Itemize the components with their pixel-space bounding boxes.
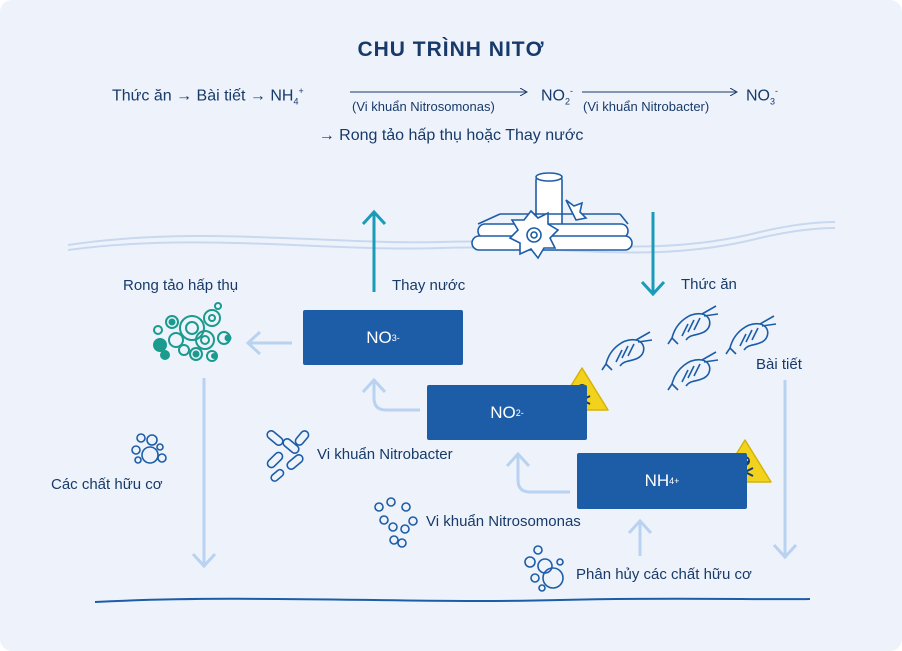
equation-no2-sup: - <box>570 86 574 96</box>
aerator-wheel-icon <box>471 172 633 260</box>
equation-no3-sup: - <box>775 86 779 96</box>
nitrobacter-label: Vi khuẩn Nitrobacter <box>317 446 453 463</box>
algae-icon <box>153 302 232 362</box>
equation-no3-sub: 3 <box>770 96 776 107</box>
organic-matter-icon <box>131 433 167 464</box>
shrimp-group-icon <box>601 305 777 391</box>
nh4-box-base: NH <box>644 471 670 490</box>
no2-box-sub: 2 <box>515 407 521 418</box>
equation-no3-text: NO <box>746 87 770 105</box>
food-label: Thức ăn <box>681 276 737 293</box>
equation-no2: NO2- <box>541 86 573 107</box>
page-title: CHU TRÌNH NITƠ <box>357 38 545 61</box>
equation-start-text: Thức ăn → Bài tiết → NH <box>112 87 294 105</box>
no3-box-sup: - <box>396 332 400 343</box>
nitrosomonas-arrow <box>505 451 570 494</box>
equation-bacteria-1: (Vi khuẩn Nitrosomonas) <box>352 99 495 114</box>
nh4-box-sub: 4 <box>669 476 675 486</box>
no3-box-sub: 3 <box>391 332 397 343</box>
no2-box-sup: - <box>520 407 524 418</box>
organic-label: Các chất hữu cơ <box>51 476 163 493</box>
equation-bacteria-2: (Vi khuẩn Nitrobacter) <box>583 99 710 114</box>
equation-no2-sub: 2 <box>565 96 571 107</box>
no3-box-base: NO <box>366 327 392 347</box>
decompose-label: Phân hủy các chất hữu cơ <box>576 566 752 583</box>
water-change-arrow <box>361 209 387 292</box>
nitrobacter-arrow <box>361 377 420 412</box>
excretion-label: Bài tiết <box>756 356 802 373</box>
nitrobacter-bacteria-icon <box>266 429 310 482</box>
algae-to-bottom-arrow <box>191 378 217 569</box>
nitrosomonas-bacteria-icon <box>374 497 418 548</box>
tank-bottom <box>94 597 811 603</box>
equation-start: Thức ăn → Bài tiết → NH4+ <box>112 86 304 107</box>
water-change-label: Thay nước <box>392 277 466 294</box>
equation-no2-text: NO <box>541 87 565 105</box>
equation-nh4-sub: 4 <box>293 96 299 107</box>
equation-nh4-sup: + <box>298 86 304 96</box>
nh4-box-sup: + <box>674 476 680 486</box>
algae-uptake-arrow <box>245 330 292 356</box>
nitrosomonas-label: Vi khuẩn Nitrosomonas <box>426 513 581 530</box>
no2-box-base: NO <box>490 402 516 422</box>
decomposition-to-nh4-arrow <box>627 518 653 556</box>
equation-line-2: → Rong tảo hấp thụ hoặc Thay nước <box>318 127 584 144</box>
algae-label: Rong tảo hấp thụ <box>123 277 239 294</box>
food-arrow <box>640 212 666 297</box>
equation-no3: NO3- <box>746 86 778 107</box>
water-surface <box>67 221 836 254</box>
decomposition-icon <box>524 545 564 592</box>
excretion-to-bottom-arrow <box>772 380 798 560</box>
